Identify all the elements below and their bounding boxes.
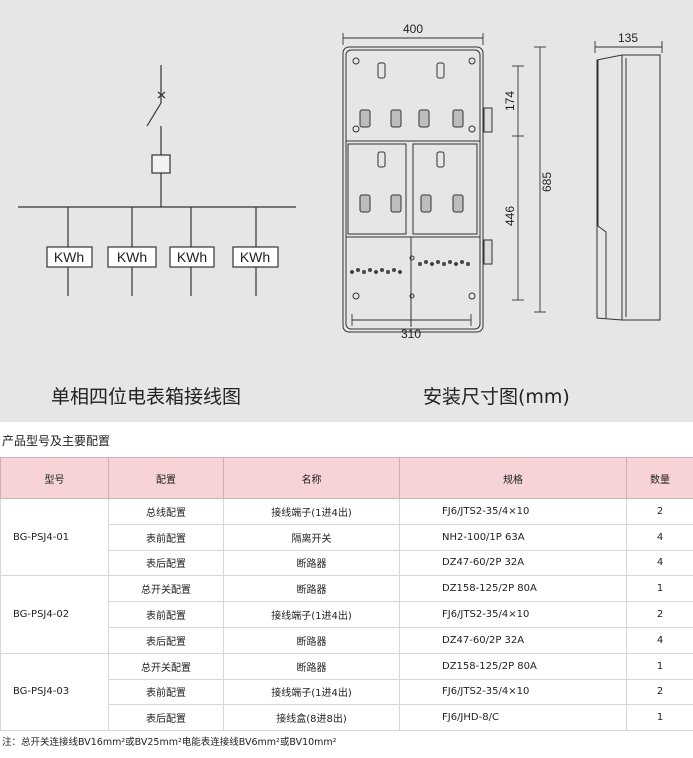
diagram-panel: KWh KWh KWh KWh <box>0 0 693 422</box>
front-circles <box>352 57 476 300</box>
name-cell: 断路器 <box>223 652 400 680</box>
name-cell: 接线端子(1进4出) <box>223 678 400 706</box>
side-profile <box>597 60 607 318</box>
diagrams-svg: KWh KWh KWh KWh <box>18 22 663 341</box>
config-cell: 表前配置 <box>108 601 224 628</box>
config-cell: 表后配置 <box>108 626 224 654</box>
dimension-lines <box>342 33 663 326</box>
header-qty: 数量 <box>626 457 693 499</box>
spec-cell: FJ6/JHD-8/C <box>399 704 627 732</box>
config-cell: 总开关配置 <box>108 575 224 603</box>
qty-cell: 1 <box>626 704 693 732</box>
model-cell: BG-PSJ4-02 <box>0 575 109 654</box>
spec-cell: DZ47-60/2P 32A <box>399 626 627 654</box>
dim-width-top: 400 <box>403 22 423 36</box>
qty-cell: 1 <box>626 652 693 680</box>
meter-label-4: KWh <box>240 249 270 265</box>
meter-box-1 <box>46 246 93 268</box>
spec-cell: DZ47-60/2P 32A <box>399 549 627 577</box>
dimensions-caption: 安装尺寸图(mm) <box>423 386 570 408</box>
spec-cell: FJ6/JTS2-35/4×10 <box>399 498 627 525</box>
model-cell: BG-PSJ4-03 <box>0 652 109 732</box>
qty-cell: 1 <box>626 575 693 603</box>
header-name: 名称 <box>223 457 400 499</box>
qty-cell: 4 <box>626 626 693 654</box>
dim-height-upper: 174 <box>503 91 517 111</box>
terminal-dots <box>350 260 470 274</box>
model-cell: BG-PSJ4-01 <box>0 497 109 577</box>
config-cell: 表后配置 <box>108 704 224 732</box>
spec-cell: FJ6/JTS2-35/4×10 <box>399 601 627 628</box>
meter-label-3: KWh <box>177 249 207 265</box>
qty-cell: 2 <box>626 498 693 525</box>
side-hinge-upper <box>483 107 493 133</box>
name-cell: 断路器 <box>223 575 400 603</box>
enclosure-inner-outline <box>345 49 481 330</box>
wiring-diagram <box>18 65 296 296</box>
qty-cell: 4 <box>626 523 693 551</box>
switch-blade <box>146 102 162 127</box>
meter-label-2: KWh <box>117 249 147 265</box>
table-row: 表前配置 接线端子(1进4出) FJ6/JTS2-35/4×10 2 <box>1 601 693 628</box>
meter-window-right <box>412 143 478 235</box>
name-cell: 断路器 <box>223 549 400 577</box>
name-cell: 隔离开关 <box>223 523 400 551</box>
table-row: BG-PSJ4-01 总线配置 接线端子(1进4出) FJ6/JTS2-35/4… <box>0 497 693 577</box>
side-hinge-lower <box>483 239 493 265</box>
top-sockets <box>377 62 445 168</box>
header-spec: 规格 <box>399 457 627 499</box>
wiring-caption: 单相四位电表箱接线图 <box>51 386 242 408</box>
upper-breakers <box>359 109 464 213</box>
spec-cell: NH2-100/1P 63A <box>399 523 627 551</box>
qty-cell: 2 <box>626 601 693 628</box>
main-breaker-box <box>151 154 171 174</box>
config-cell: 总线配置 <box>108 498 224 525</box>
config-cell: 表前配置 <box>108 678 224 706</box>
spec-cell: DZ158-125/2P 80A <box>399 652 627 680</box>
config-cell: 表后配置 <box>108 549 224 577</box>
table-row: BG-PSJ4-03 总开关配置 断路器 DZ158-125/2P 80A 1 <box>0 652 693 732</box>
name-cell: 接线盒(8进8出) <box>223 704 400 732</box>
table-row: 表后配置 接线盒(8进8出) FJ6/JHD-8/C 1 <box>1 704 693 732</box>
table-header-row: 型号 配置 名称 规格 数量 <box>0 457 693 499</box>
switch-cross-2 <box>157 91 166 99</box>
spec-cell: DZ158-125/2P 80A <box>399 575 627 603</box>
meter-label-1: KWh <box>54 249 84 265</box>
section-title: 产品型号及主要配置 <box>2 434 111 448</box>
meter-box-3 <box>169 246 215 268</box>
qty-cell: 4 <box>626 549 693 577</box>
dim-height-middle: 446 <box>503 206 517 226</box>
meter-box-4 <box>232 246 279 268</box>
meter-box-2 <box>107 246 157 268</box>
dim-height-total: 685 <box>540 172 554 192</box>
front-view <box>342 46 493 333</box>
spec-table: 型号 配置 名称 规格 数量 BG-PSJ4-01 总线配置 接线端子(1进4出… <box>0 457 693 732</box>
dim-width-bottom: 310 <box>401 327 421 341</box>
footnote: 注：总开关连接线BV16mm²或BV25mm²电能表连接线BV6mm²或BV10… <box>2 737 337 748</box>
header-model: 型号 <box>0 457 109 499</box>
side-view <box>596 54 661 321</box>
config-cell: 表前配置 <box>108 523 224 551</box>
name-cell: 接线端子(1进4出) <box>223 498 400 525</box>
config-cell: 总开关配置 <box>108 652 224 680</box>
enclosure-outline <box>342 46 484 333</box>
dim-depth: 135 <box>618 31 638 45</box>
name-cell: 断路器 <box>223 626 400 654</box>
table-row: 表后配置 断路器 DZ47-60/2P 32A 4 <box>1 549 693 577</box>
meter-window-left <box>347 143 407 235</box>
table-row: BG-PSJ4-02 总开关配置 断路器 DZ158-125/2P 80A 1 <box>0 575 693 654</box>
spec-cell: FJ6/JTS2-35/4×10 <box>399 678 627 706</box>
header-config: 配置 <box>108 457 224 499</box>
name-cell: 接线端子(1进4出) <box>223 601 400 628</box>
qty-cell: 2 <box>626 678 693 706</box>
